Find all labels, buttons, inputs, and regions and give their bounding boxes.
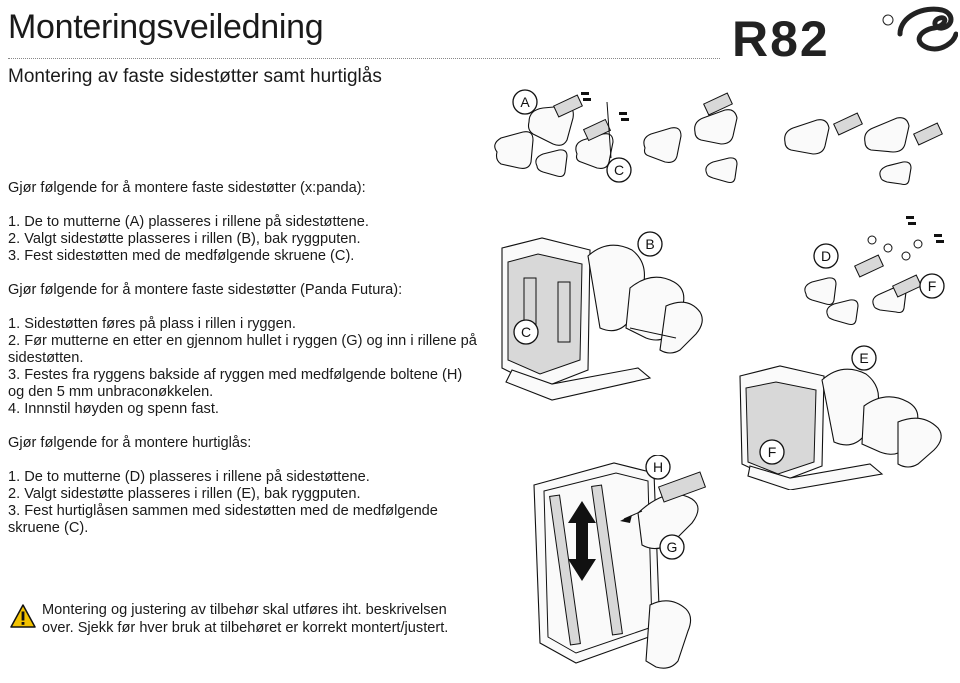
label-f: F	[919, 273, 945, 299]
svg-text:A: A	[520, 94, 530, 110]
svg-text:G: G	[667, 539, 678, 555]
screw-set-icon	[867, 235, 923, 261]
label-d: D	[813, 243, 839, 269]
figure-quick-lock-parts: D F	[804, 216, 945, 326]
label-a: A	[512, 89, 538, 115]
instructions-column: Gjør følgende for å montere faste sidest…	[8, 180, 478, 554]
figure-quick-lock-assembly: E F	[739, 345, 942, 490]
label-c: C	[606, 157, 632, 183]
svg-text:H: H	[653, 459, 663, 475]
logo-text: R82	[732, 11, 830, 64]
warning-triangle-icon	[10, 604, 36, 628]
label-f: F	[759, 439, 785, 465]
step-item: 1. De to mutterne (A) plasseres i rillen…	[8, 214, 369, 230]
svg-text:C: C	[614, 162, 624, 178]
steps-hurtiglas: 1. De to mutterne (D) plasseres i rillen…	[8, 469, 478, 537]
step-item: 4. Innnstil høyden og spenn fast.	[8, 401, 219, 417]
step-item: 3. Festes fra ryggens bakside af ryggen …	[8, 367, 463, 400]
step-item: 2. Valgt sidestøtte plasseres i rillen (…	[8, 231, 361, 247]
step-item: 2. Valgt sidestøtte plasseres i rillen (…	[8, 486, 361, 502]
svg-text:F: F	[768, 444, 777, 460]
svg-text:F: F	[928, 278, 937, 294]
side-support-part	[643, 92, 738, 163]
label-e: E	[851, 345, 877, 371]
side-support-part	[535, 149, 568, 178]
side-support-part	[527, 94, 583, 146]
registered-mark-icon	[882, 14, 894, 26]
warning-box: Montering og justering av tilbehør skal …	[8, 600, 478, 660]
label-b: B	[637, 231, 663, 257]
steps-panda-futura: 1. Sidestøtten føres på plass i rillen i…	[8, 316, 478, 418]
section-heading-x-panda: Gjør følgende for å montere faste sidest…	[8, 180, 366, 196]
side-support-part	[784, 112, 910, 155]
steps-x-panda: 1. De to mutterne (A) plasseres i rillen…	[8, 214, 478, 265]
step-item: 1. De to mutterne (D) plasseres i rillen…	[8, 469, 370, 485]
svg-text:D: D	[821, 248, 831, 264]
warning-text: Montering og justering av tilbehør skal …	[42, 602, 449, 636]
height-adjust-arrow-icon	[568, 501, 596, 581]
page-subtitle: Montering av faste sidestøtter samt hurt…	[8, 66, 382, 87]
side-support-part	[879, 122, 943, 186]
r82-logo: R82	[732, 6, 958, 64]
side-support-part	[575, 118, 614, 169]
figure-seat-back-assembly: B C	[501, 231, 703, 401]
section-heading-hurtiglas: Gjør følgende for å montere hurtiglås:	[8, 435, 252, 451]
step-item: 3. Fest hurtiglåsen sammen med sidestøtt…	[8, 503, 438, 536]
svg-text:E: E	[859, 350, 868, 366]
figure-side-supports-exploded: A C	[494, 89, 943, 186]
step-item: 1. Sidestøtten føres på plass i rillen i…	[8, 316, 296, 332]
figure-back-panel-adjustment: H G	[533, 455, 707, 669]
nut-pair-icon	[581, 92, 629, 121]
title-divider	[8, 58, 720, 59]
step-item: 3. Fest sidestøtten med de medfølgende s…	[8, 248, 355, 264]
label-g: G	[659, 534, 685, 560]
page-title: Monteringsveiledning	[8, 8, 324, 46]
section-heading-panda-futura: Gjør følgende for å montere faste sidest…	[8, 282, 403, 298]
side-support-part	[705, 157, 738, 184]
label-h: H	[645, 455, 671, 480]
logo-swirl-icon	[897, 6, 958, 52]
side-support-part	[494, 131, 534, 169]
svg-text:B: B	[645, 236, 654, 252]
svg-text:C: C	[521, 324, 531, 340]
step-item: 2. Før mutterne en etter en gjennom hull…	[8, 333, 477, 366]
nut-pair-icon	[906, 216, 944, 243]
label-c: C	[513, 319, 539, 345]
